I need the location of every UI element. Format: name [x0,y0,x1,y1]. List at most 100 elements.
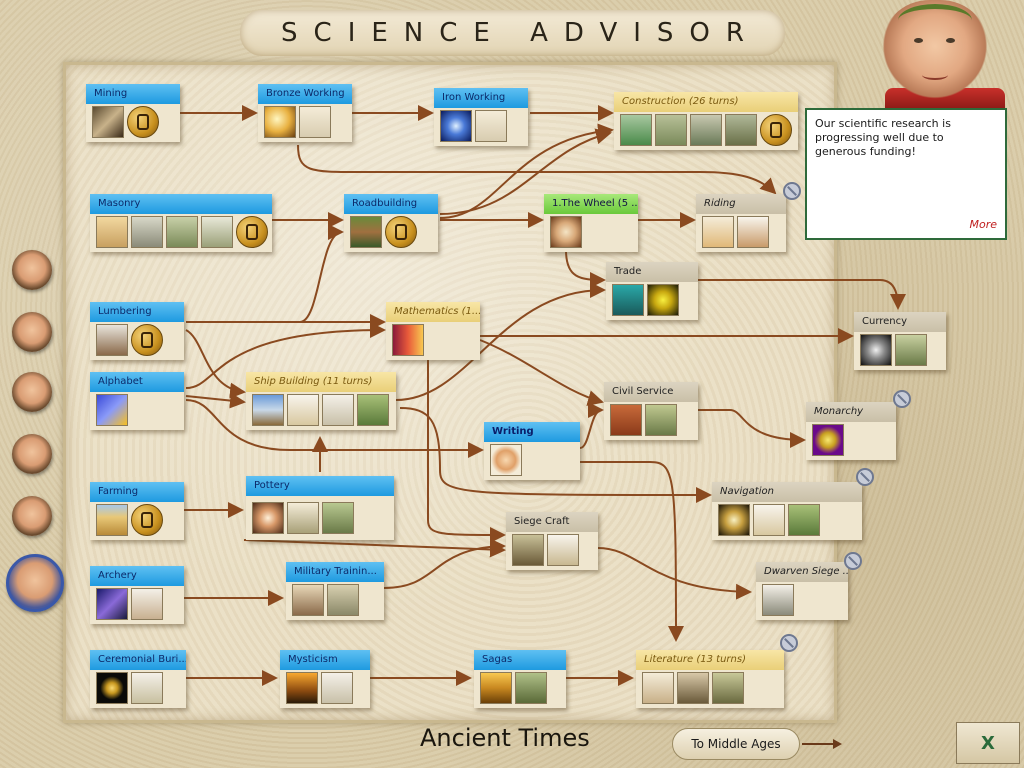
trade-caravan-icon [612,284,644,316]
tech-sagas-label: Sagas [474,650,566,670]
tech-literature[interactable]: Literature (13 turns) [636,650,784,708]
tech-ceremonial-burial[interactable]: Ceremonial Buri... [90,650,186,708]
tech-archery-label: Archery [90,566,184,586]
bow-icon [96,588,128,620]
tech-mysticism-label: Mysticism [280,650,370,670]
tech-navigation-label: Navigation [712,482,862,502]
tech-writing[interactable]: Writing [484,422,580,480]
tech-alphabet[interactable]: Alphabet [90,372,184,430]
coins-icon [860,334,892,366]
tech-archery[interactable]: Archery [90,566,184,624]
training-ground-icon [327,584,359,616]
pot-icon [252,502,284,534]
temple-icon [321,672,353,704]
horse-icon [702,216,734,248]
tech-the-wheel-label: 1.The Wheel (5 ... [544,194,638,214]
close-button[interactable]: X [956,722,1020,764]
tech-trade[interactable]: Trade [606,262,698,320]
tech-siege-craft[interactable]: Siege Craft [506,512,598,570]
tech-writing-label: Writing [484,422,580,442]
barracks-icon [292,584,324,616]
advisor-eye-left [914,38,923,43]
advisor-portrait-4[interactable] [12,434,52,474]
wheat-field-icon [96,504,128,536]
tech-farming[interactable]: Farming [90,482,184,540]
ship-icon [287,394,319,426]
iron-sword-icon [440,110,472,142]
tech-currency[interactable]: Currency [854,312,946,370]
tech-civil-service[interactable]: Civil Service [604,382,698,440]
road-icon [350,216,382,248]
tech-navigation[interactable]: Navigation [712,482,862,540]
gold-coins-icon [647,284,679,316]
tech-alphabet-label: Alphabet [90,372,184,392]
era-label: Ancient Times [420,724,590,752]
tech-lumbering[interactable]: Lumbering [90,302,184,360]
tech-lumbering-label: Lumbering [90,302,184,322]
tech-the-wheel[interactable]: 1.The Wheel (5 ... [544,194,638,252]
official-icon [610,404,642,436]
tech-monarchy-label: Monarchy [806,402,896,422]
galleon-icon [753,504,785,536]
tech-mathematics[interactable]: Mathematics (1... [386,302,480,360]
tech-construction-label: Construction (26 turns) [614,92,798,112]
dwarven-catapult-icon [762,584,794,616]
horseman-icon [737,216,769,248]
title-plate: SCIENCE ADVISOR [240,10,785,56]
tech-roadbuilding-label: Roadbuilding [344,194,438,214]
unavailable-dwarven-siege-icon [844,552,862,570]
to-middle-ages-button[interactable]: To Middle Ages [672,728,800,760]
catapult-icon [512,534,544,566]
tech-mysticism[interactable]: Mysticism [280,650,370,708]
storehouse-icon [322,502,354,534]
construction-advance-icon [760,114,792,146]
advisor-portrait-3[interactable] [12,372,52,412]
advisor-portrait-2[interactable] [12,312,52,352]
tech-dwarven-siege-label: Dwarven Siege ... [756,562,848,582]
advisor-portrait-1[interactable] [12,250,52,290]
advisor-portrait-5[interactable] [12,496,52,536]
more-link[interactable]: More [969,218,997,231]
tech-mining[interactable]: Mining [86,84,180,142]
advisor-mouth [922,70,948,80]
book-icon [642,672,674,704]
tech-riding[interactable]: Riding [696,194,786,252]
fort-icon [725,114,757,146]
unavailable-riding-icon [783,182,801,200]
unavailable-navigation-icon [856,468,874,486]
tech-sagas[interactable]: Sagas [474,650,566,708]
courthouse-icon [645,404,677,436]
mining-advance-icon [127,106,159,138]
tech-ship-building[interactable]: Ship Building (11 turns) [246,372,396,430]
tech-masonry[interactable]: Masonry [90,194,272,252]
screen-title: SCIENCE ADVISOR [281,18,760,48]
tech-ship-building-label: Ship Building (11 turns) [246,372,396,392]
advisor-portrait-science-selected[interactable] [6,554,64,612]
tech-monarchy[interactable]: Monarchy [806,402,896,460]
tech-masonry-label: Masonry [90,194,272,214]
great-wall-icon [166,216,198,248]
tech-dwarven-siege[interactable]: Dwarven Siege ... [756,562,848,620]
tech-bronze-working[interactable]: Bronze Working [258,84,352,142]
tech-pottery[interactable]: Pottery [246,476,394,540]
close-icon: X [981,732,995,754]
tech-mathematics-label: Mathematics (1... [386,302,480,322]
mine-cave-icon [92,106,124,138]
bronze-light-icon [264,106,296,138]
tech-roadbuilding[interactable]: Roadbuilding [344,194,438,252]
colosseum-icon [690,114,722,146]
compass-icon [718,504,750,536]
tech-military-training[interactable]: Military Trainin... [286,562,384,620]
scroll-icon [490,444,522,476]
advisor-speech-box: Our scientific research is progressing w… [805,108,1007,240]
next-era-arrow-icon [802,739,842,749]
tech-civil-service-label: Civil Service [604,382,698,402]
unavailable-monarchy-icon [893,390,911,408]
tech-construction[interactable]: Construction (26 turns) [614,92,798,150]
tech-literature-label: Literature (13 turns) [636,650,784,670]
tech-pottery-label: Pottery [246,476,394,496]
farming-advance-icon [131,504,163,536]
tech-currency-label: Currency [854,312,946,332]
tech-iron-working[interactable]: Iron Working [434,88,528,146]
granary-icon [287,502,319,534]
